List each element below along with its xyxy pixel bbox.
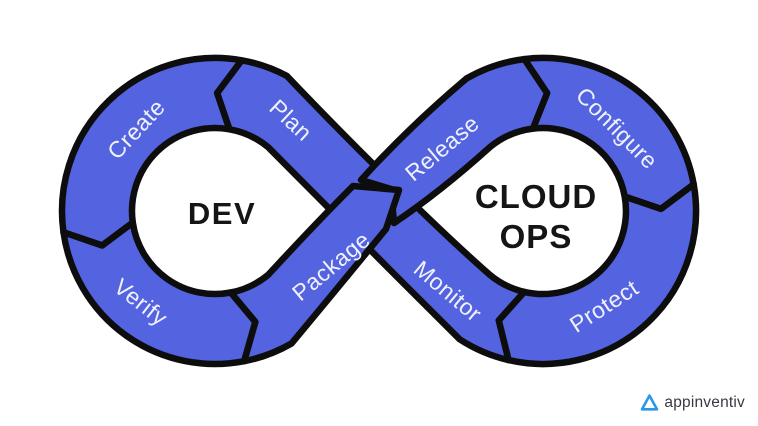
cloudops-title-line2: OPS — [500, 218, 573, 255]
cloudops-title-line1: CLOUD — [475, 178, 597, 215]
band-package — [227, 182, 403, 365]
appinventiv-logo-text: appinventiv — [664, 393, 745, 411]
band-release — [357, 55, 551, 227]
cloudops-core-circle — [466, 134, 620, 288]
dev-title: DEV — [188, 196, 256, 231]
appinventiv-triangle-icon — [641, 394, 659, 411]
band-create — [58, 54, 245, 249]
dev-core-circle — [138, 134, 292, 288]
band-protect — [495, 181, 700, 368]
band-verify — [60, 219, 259, 368]
appinventiv-logo: appinventiv — [640, 393, 745, 412]
